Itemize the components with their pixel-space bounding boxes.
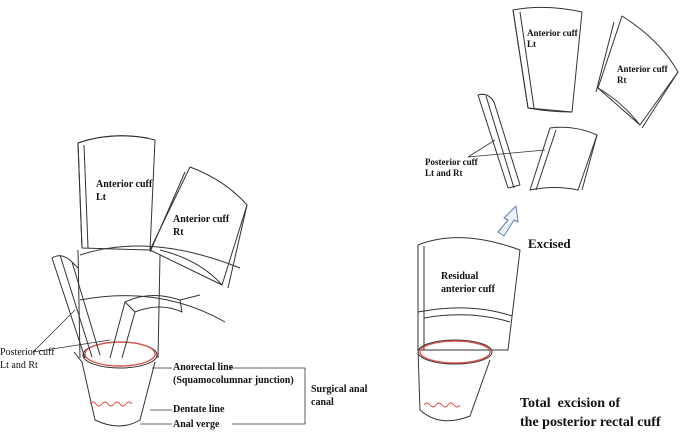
label-excised: Excised: [528, 236, 571, 251]
label-left-anterior-cuff-rt: Anterior cuff Rt: [173, 214, 230, 238]
label-dentate-line: Dentate line: [173, 404, 225, 415]
right-excised-anterior-cuff-rt: [595, 15, 679, 129]
right-leader-lines: [467, 139, 546, 158]
right-residual-anterior-cuff: [417, 237, 521, 351]
right-excised-posterior-cuff-lt: [477, 93, 521, 189]
left-posterior-cuff-lt: [51, 254, 101, 359]
label-residual-anterior-cuff: Residual anterior cuff: [441, 271, 495, 295]
right-residual-anal-canal: [417, 339, 493, 422]
left-anal-canal: [73, 341, 158, 427]
label-surgical-anal-canal: Surgical anal canal: [311, 384, 368, 408]
left-leader-lines: [32, 309, 306, 425]
left-dentate-line: [89, 401, 133, 407]
right-dentate-line: [423, 402, 461, 408]
label-right-anterior-cuff-rt: Anterior cuff Rt: [617, 64, 668, 85]
left-anterior-cuff-rt: [149, 166, 248, 289]
label-left-posterior-cuff: Posterior cuff Lt and Rt: [0, 347, 55, 371]
left-posterior-cuff-rt: [109, 294, 201, 359]
label-anorectal-line: Anorectal line (Squamocolumnar junction): [173, 362, 294, 386]
right-excised-anterior-cuff-lt: [512, 6, 583, 113]
right-anorectal-junction: [419, 340, 491, 364]
label-anal-verge: Anal verge: [173, 419, 220, 430]
label-right-anterior-cuff-lt: Anterior cuff Lt: [527, 28, 578, 49]
left-rectal-tube: [77, 245, 241, 359]
excised-arrow: [497, 205, 519, 237]
left-anterior-cuff-lt: [77, 135, 156, 251]
caption: Total excision of the posterior rectal c…: [520, 396, 661, 430]
right-excised-posterior-cuff-rt: [529, 126, 598, 191]
left-anorectal-junction: [84, 341, 156, 367]
label-right-posterior-cuff: Posterior cuff Lt and Rt: [425, 157, 478, 178]
label-left-anterior-cuff-lt: Anterior cuff Lt: [96, 179, 153, 203]
